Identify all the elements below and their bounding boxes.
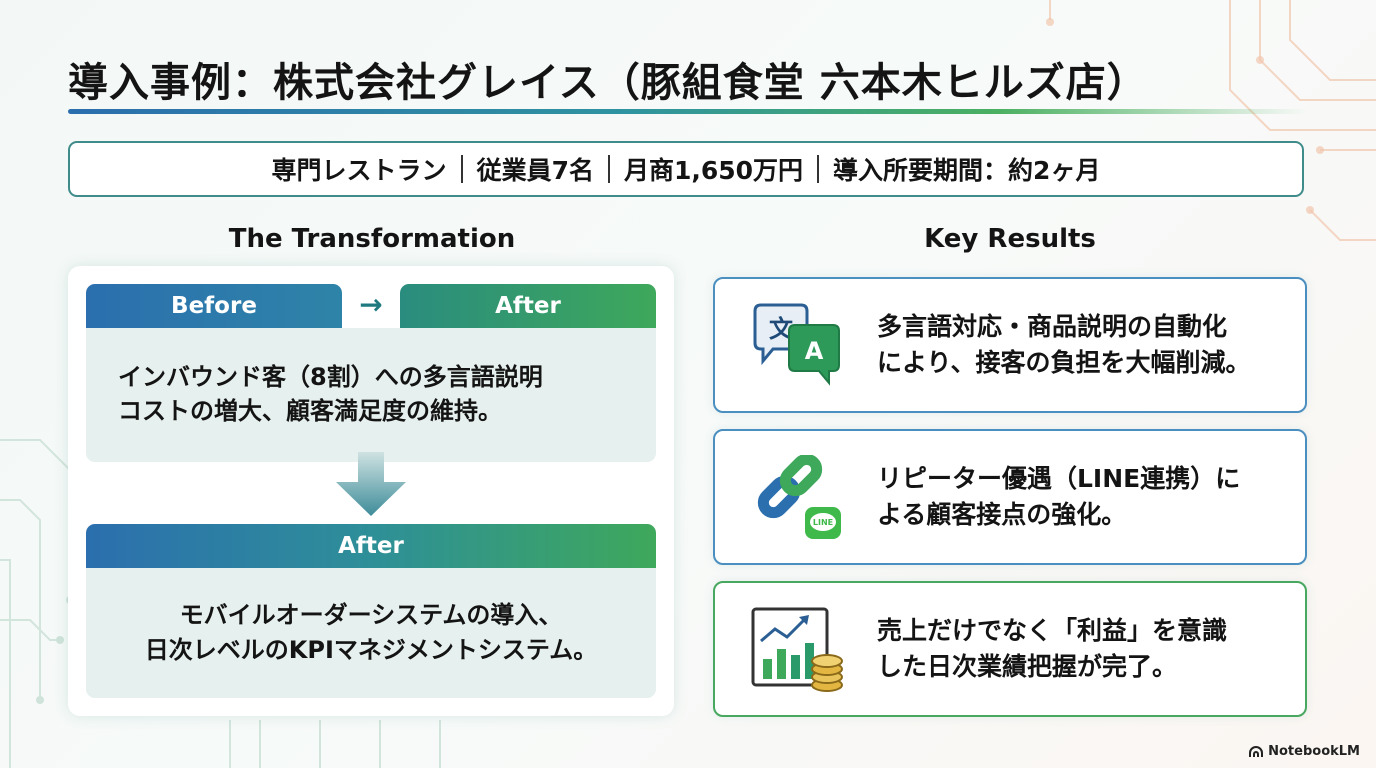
before-description: インバウンド客（8割）への多言語説明 コストの増大、顧客満足度の維持。 <box>86 328 656 462</box>
notebooklm-logo-icon <box>1249 745 1264 757</box>
key-result-line: よる顧客接点の強化。 <box>877 500 1127 529</box>
before-line: コストの増大、顧客満足度の維持。 <box>118 397 502 425</box>
page-title: 導入事例：株式会社グレイス（豚組食堂 六本木ヒルズ店） <box>68 60 1148 106</box>
info-separator <box>607 155 610 183</box>
key-result-line: リピーター優遇（LINE連携）に <box>877 463 1241 493</box>
info-category: 専門レストラン <box>271 156 447 185</box>
after-line: 日次レベルのKPIマネジメントシステム。 <box>144 636 598 664</box>
after-line: モバイルオーダーシステムの導入、 <box>179 601 563 630</box>
key-result-text: 多言語対応・商品説明の自動化 により、接客の負担を大幅削減。 <box>877 279 1287 411</box>
info-employees: 従業員7名 <box>476 156 594 185</box>
line-badge-text: LINE <box>813 518 833 527</box>
down-arrow-icon <box>336 452 406 516</box>
before-label: Before <box>86 284 342 328</box>
brand-watermark: NotebookLM <box>1248 744 1360 759</box>
key-result-line: した日次業績把握が完了。 <box>877 652 1178 681</box>
key-result-text: 売上だけでなく「利益」を意識 した日次業績把握が完了。 <box>877 583 1287 715</box>
key-result-text: リピーター優遇（LINE連携）に よる顧客接点の強化。 <box>877 431 1287 563</box>
translate-icon: 文 A <box>753 303 840 386</box>
info-monthly-sales: 月商1,650万円 <box>623 156 804 185</box>
company-info-bar: 専門レストラン 従業員7名 月商1,650万円 導入所要期間：約2ヶ月 <box>68 141 1304 197</box>
before-line: インバウンド客（8割）への多言語説明 <box>118 363 543 392</box>
transformation-panel: Before → After インバウンド客（8割）への多言語説明 コストの増大… <box>68 266 674 716</box>
info-implementation-period: 導入所要期間：約2ヶ月 <box>833 156 1101 185</box>
svg-text:A: A <box>805 337 824 365</box>
key-result-card: 文 A 多言語対応・商品説明の自動化 により、接客の負担を大幅削減。 <box>713 277 1307 413</box>
chart-coins-icon <box>751 607 843 692</box>
key-result-line: 売上だけでなく「利益」を意識 <box>877 615 1228 645</box>
right-arrow-icon: → <box>359 288 383 321</box>
key-result-line: により、接客の負担を大幅削減。 <box>877 348 1251 377</box>
link-line-icon: LINE <box>757 455 841 539</box>
brand-name: NotebookLM <box>1268 744 1360 759</box>
after-label: After <box>400 284 656 328</box>
key-result-card: 売上だけでなく「利益」を意識 した日次業績把握が完了。 <box>713 581 1307 717</box>
title-underline <box>68 109 1308 114</box>
info-separator <box>460 155 463 183</box>
after-description: モバイルオーダーシステムの導入、 日次レベルのKPIマネジメントシステム。 <box>86 568 656 698</box>
key-results-heading: Key Results <box>924 224 1096 254</box>
info-separator <box>817 155 820 183</box>
after-heading: After <box>86 524 656 568</box>
transformation-heading: The Transformation <box>228 224 516 254</box>
key-result-line: 多言語対応・商品説明の自動化 <box>877 311 1228 341</box>
key-result-card: LINE リピーター優遇（LINE連携）に よる顧客接点の強化。 <box>713 429 1307 565</box>
